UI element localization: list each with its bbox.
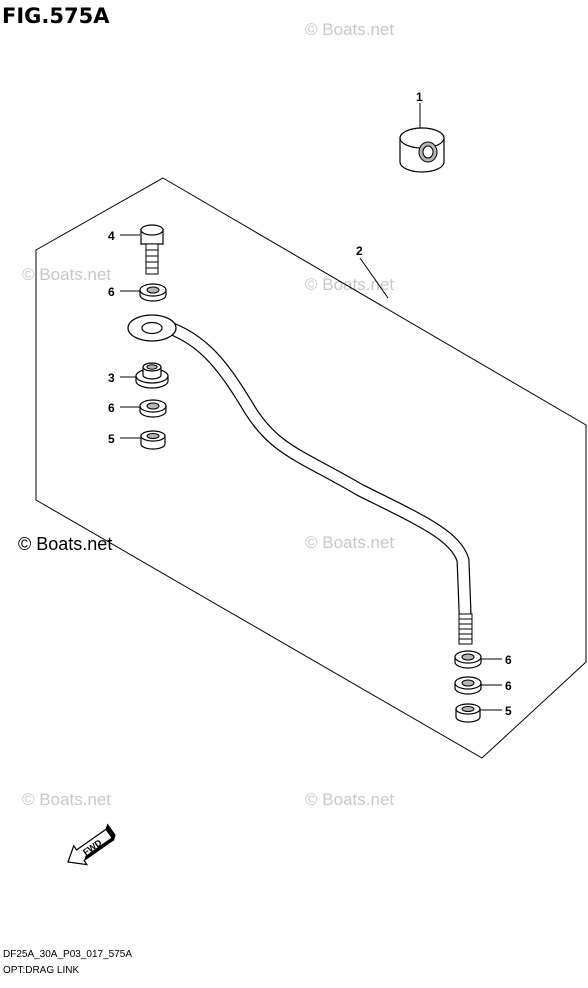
callout-4: 4 xyxy=(108,229,115,243)
part-drag-link-rod xyxy=(127,314,473,645)
part-washer xyxy=(139,399,167,418)
watermark: © Boats.net xyxy=(305,275,394,294)
figure-title: FIG.575A xyxy=(2,4,110,28)
callout-3: 3 xyxy=(108,371,115,385)
part-washer xyxy=(139,283,167,302)
part-washer xyxy=(454,650,482,669)
watermark-dark: © Boats.net xyxy=(18,534,112,554)
part-bushing xyxy=(135,362,169,389)
callout-6-mid: 6 xyxy=(108,401,115,415)
callout-6-top: 6 xyxy=(108,285,115,299)
callout-6-right-lower: 6 xyxy=(505,679,512,693)
watermark: © Boats.net xyxy=(22,265,111,284)
kit-outline xyxy=(35,177,587,759)
callout-5-left: 5 xyxy=(108,432,115,446)
callout-5-right: 5 xyxy=(505,704,512,718)
callout-1: 1 xyxy=(416,90,423,104)
part-lock-nut xyxy=(140,430,166,450)
part-lock-nut xyxy=(455,703,481,723)
part-nut xyxy=(399,127,445,173)
callout-6-right-upper: 6 xyxy=(505,653,512,667)
watermark: © Boats.net xyxy=(305,20,394,39)
watermark: © Boats.net xyxy=(22,790,111,809)
fwd-arrow-icon: FWD xyxy=(67,823,116,866)
callout-2: 2 xyxy=(356,244,363,258)
watermark: © Boats.net xyxy=(305,533,394,552)
part-bolt xyxy=(140,224,164,275)
diagram-name: OPT:DRAG LINK xyxy=(3,965,80,976)
watermark: © Boats.net xyxy=(305,790,394,809)
part-washer xyxy=(454,676,482,695)
diagram-code: DF25A_30A_P03_017_575A xyxy=(3,949,132,960)
